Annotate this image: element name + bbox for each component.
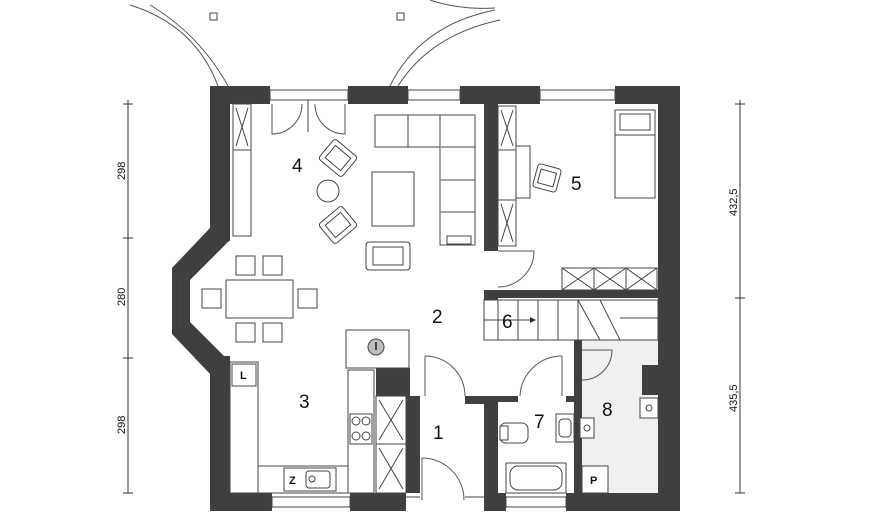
room-6-label: 6	[502, 312, 513, 333]
boiler-label: P	[590, 475, 597, 487]
room-1-label: 1	[433, 423, 444, 444]
dimension-left-bottom: 298	[116, 416, 128, 434]
fridge-label: L	[240, 370, 247, 382]
dining-table	[201, 255, 318, 343]
interior-walls	[376, 86, 658, 495]
bedroom-furniture	[497, 105, 658, 291]
bathroom-fixtures	[499, 413, 575, 494]
exterior-walls	[172, 86, 680, 511]
right-dimension-line: 432,5 435,5	[728, 100, 745, 494]
utility-fixtures: P	[579, 397, 659, 494]
dimension-left-mid: 280	[116, 288, 128, 306]
staircase	[483, 299, 659, 341]
living-room-furniture	[232, 103, 476, 271]
room-2-label: 2	[432, 307, 443, 328]
room-3-label: 3	[299, 392, 310, 413]
kitchen-furniture: L Z	[229, 329, 410, 494]
terrace-arcs	[129, 0, 501, 87]
dimension-left-top: 298	[116, 162, 128, 180]
room-labels: 1 2 3 4 5 6 7 8	[292, 156, 613, 444]
room-5-label: 5	[571, 174, 582, 195]
dimension-right-top: 432,5	[728, 188, 740, 216]
dimension-right-bottom: 435,5	[728, 384, 740, 412]
hall-wardrobe	[375, 395, 407, 494]
room-8-label: 8	[602, 400, 613, 421]
doors	[271, 100, 613, 501]
room-4-label: 4	[292, 156, 303, 177]
sink-cabinet-label: Z	[289, 475, 296, 487]
room-7-label: 7	[534, 412, 545, 433]
left-dimension-line: 298 280 298	[116, 100, 133, 494]
